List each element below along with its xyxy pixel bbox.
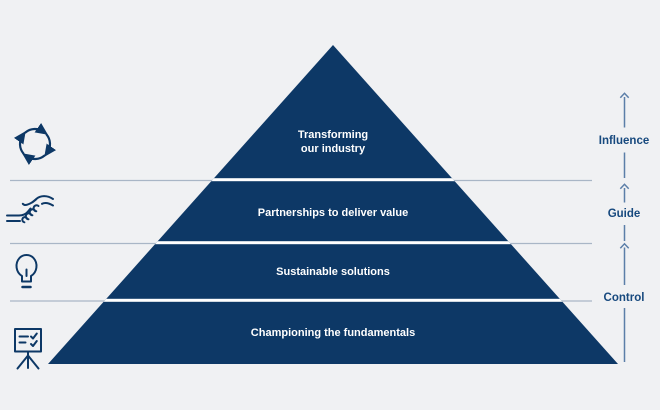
pyramid-level-gaps: [48, 178, 618, 302]
arrow-up-icon: [619, 92, 630, 99]
pyramid-shape: [48, 45, 618, 364]
flipchart-icon: [14, 328, 42, 370]
guide-arrow: [619, 183, 630, 241]
level-icons: [6, 122, 57, 370]
pyramid-level-2-label: Partnerships to deliver value: [257, 206, 409, 219]
cycle-icon: [13, 122, 57, 166]
arrow-up-icon: [619, 183, 630, 190]
control-arrow: [619, 242, 630, 362]
axis-label-influence: Influence: [598, 135, 650, 147]
pyramid-level-4-label: Championing the fundamentals: [250, 326, 416, 339]
arrow-up-icon: [619, 242, 630, 249]
pyramid-level-1-line-1: Transforming: [297, 128, 369, 141]
pyramid-level-1-label: Transforming our industry: [298, 128, 368, 156]
level-gap: [48, 241, 618, 245]
lightbulb-icon: [15, 254, 38, 289]
level-gap: [48, 298, 618, 302]
level-gap: [48, 178, 618, 182]
pyramid-level-3-label: Sustainable solutions: [276, 265, 390, 278]
axis-label-control: Control: [603, 292, 645, 304]
axis-label-guide: Guide: [607, 208, 641, 220]
influence-arrow: [619, 92, 630, 178]
axis-arrows: [619, 92, 630, 362]
handshake-icon: [6, 195, 54, 224]
pyramid-level-1-line-2: our industry: [300, 142, 366, 155]
